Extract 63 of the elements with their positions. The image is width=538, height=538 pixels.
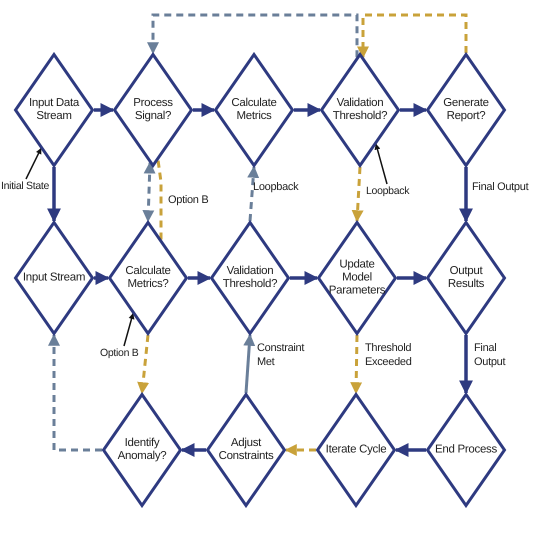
arrow bbox=[294, 103, 322, 117]
arrow bbox=[180, 443, 206, 457]
decision-diamond bbox=[426, 221, 506, 335]
node-label: Input Stream bbox=[22, 272, 86, 284]
arrow bbox=[94, 271, 110, 285]
arrow bbox=[394, 443, 426, 457]
arrow bbox=[188, 271, 212, 285]
arrow bbox=[459, 167, 473, 222]
arrow bbox=[350, 334, 362, 394]
decision-diamond bbox=[426, 53, 506, 167]
node-label: Update Model Parameters bbox=[328, 258, 386, 298]
arrow bbox=[142, 162, 156, 222]
decision-diamond bbox=[210, 221, 290, 335]
edge-label: Option B bbox=[168, 193, 210, 207]
arrow bbox=[193, 103, 216, 117]
decision-diamond bbox=[14, 221, 94, 335]
arrow bbox=[400, 103, 428, 117]
decision-diamond bbox=[214, 53, 294, 167]
annotation-text: Loopback bbox=[366, 185, 412, 199]
arrow bbox=[137, 334, 150, 394]
decision-diamond bbox=[317, 221, 397, 335]
node-label: Validation Threshold? bbox=[222, 265, 278, 291]
node-label: Calculate Metrics bbox=[230, 97, 278, 123]
annotation-text: Option B bbox=[100, 347, 140, 361]
leader-arrow bbox=[25, 148, 42, 180]
arrow bbox=[357, 14, 468, 58]
annotation-text: Initial State bbox=[1, 180, 47, 194]
arrow bbox=[48, 334, 102, 452]
node-label: Validation Threshold? bbox=[332, 97, 388, 123]
edge-label: Loopback bbox=[253, 180, 299, 194]
edge-label: Constraint Met bbox=[257, 341, 306, 369]
arrow bbox=[247, 166, 260, 222]
arrow bbox=[147, 14, 358, 58]
node-label: End Process bbox=[434, 444, 498, 456]
node-label: Input Data Stream bbox=[28, 97, 80, 123]
node-label: Output Results bbox=[446, 265, 486, 291]
decision-diamond bbox=[108, 221, 188, 335]
decision-diamond bbox=[113, 53, 193, 167]
node-label: Generate Report? bbox=[442, 97, 490, 123]
node-label: Calculate Metrics? bbox=[124, 265, 172, 291]
arrow bbox=[243, 334, 256, 394]
arrow bbox=[284, 444, 316, 456]
arrow bbox=[47, 167, 61, 222]
node-label: Iterate Cycle bbox=[324, 444, 388, 456]
decision-diamond bbox=[426, 393, 506, 507]
arrow bbox=[459, 335, 473, 394]
arrow bbox=[94, 103, 114, 117]
edge-label: Final Output bbox=[474, 341, 506, 369]
edge-label: Final Output bbox=[472, 180, 530, 194]
arrow bbox=[290, 271, 318, 285]
edge-label: Threshold Exceeded bbox=[365, 341, 413, 369]
decision-diamond bbox=[320, 53, 400, 167]
decision-diamond bbox=[14, 53, 94, 167]
decision-diamond bbox=[102, 393, 182, 507]
node-label: Adjust Constraints bbox=[218, 437, 274, 463]
arrow bbox=[352, 166, 364, 222]
leader-arrow bbox=[374, 144, 388, 184]
node-label: Identify Anomaly? bbox=[116, 437, 168, 463]
node-label: Process Signal? bbox=[132, 97, 174, 123]
decision-diamond bbox=[206, 393, 286, 507]
arrow bbox=[397, 271, 428, 285]
decision-diamond bbox=[316, 393, 396, 507]
leader-arrow bbox=[123, 313, 134, 346]
